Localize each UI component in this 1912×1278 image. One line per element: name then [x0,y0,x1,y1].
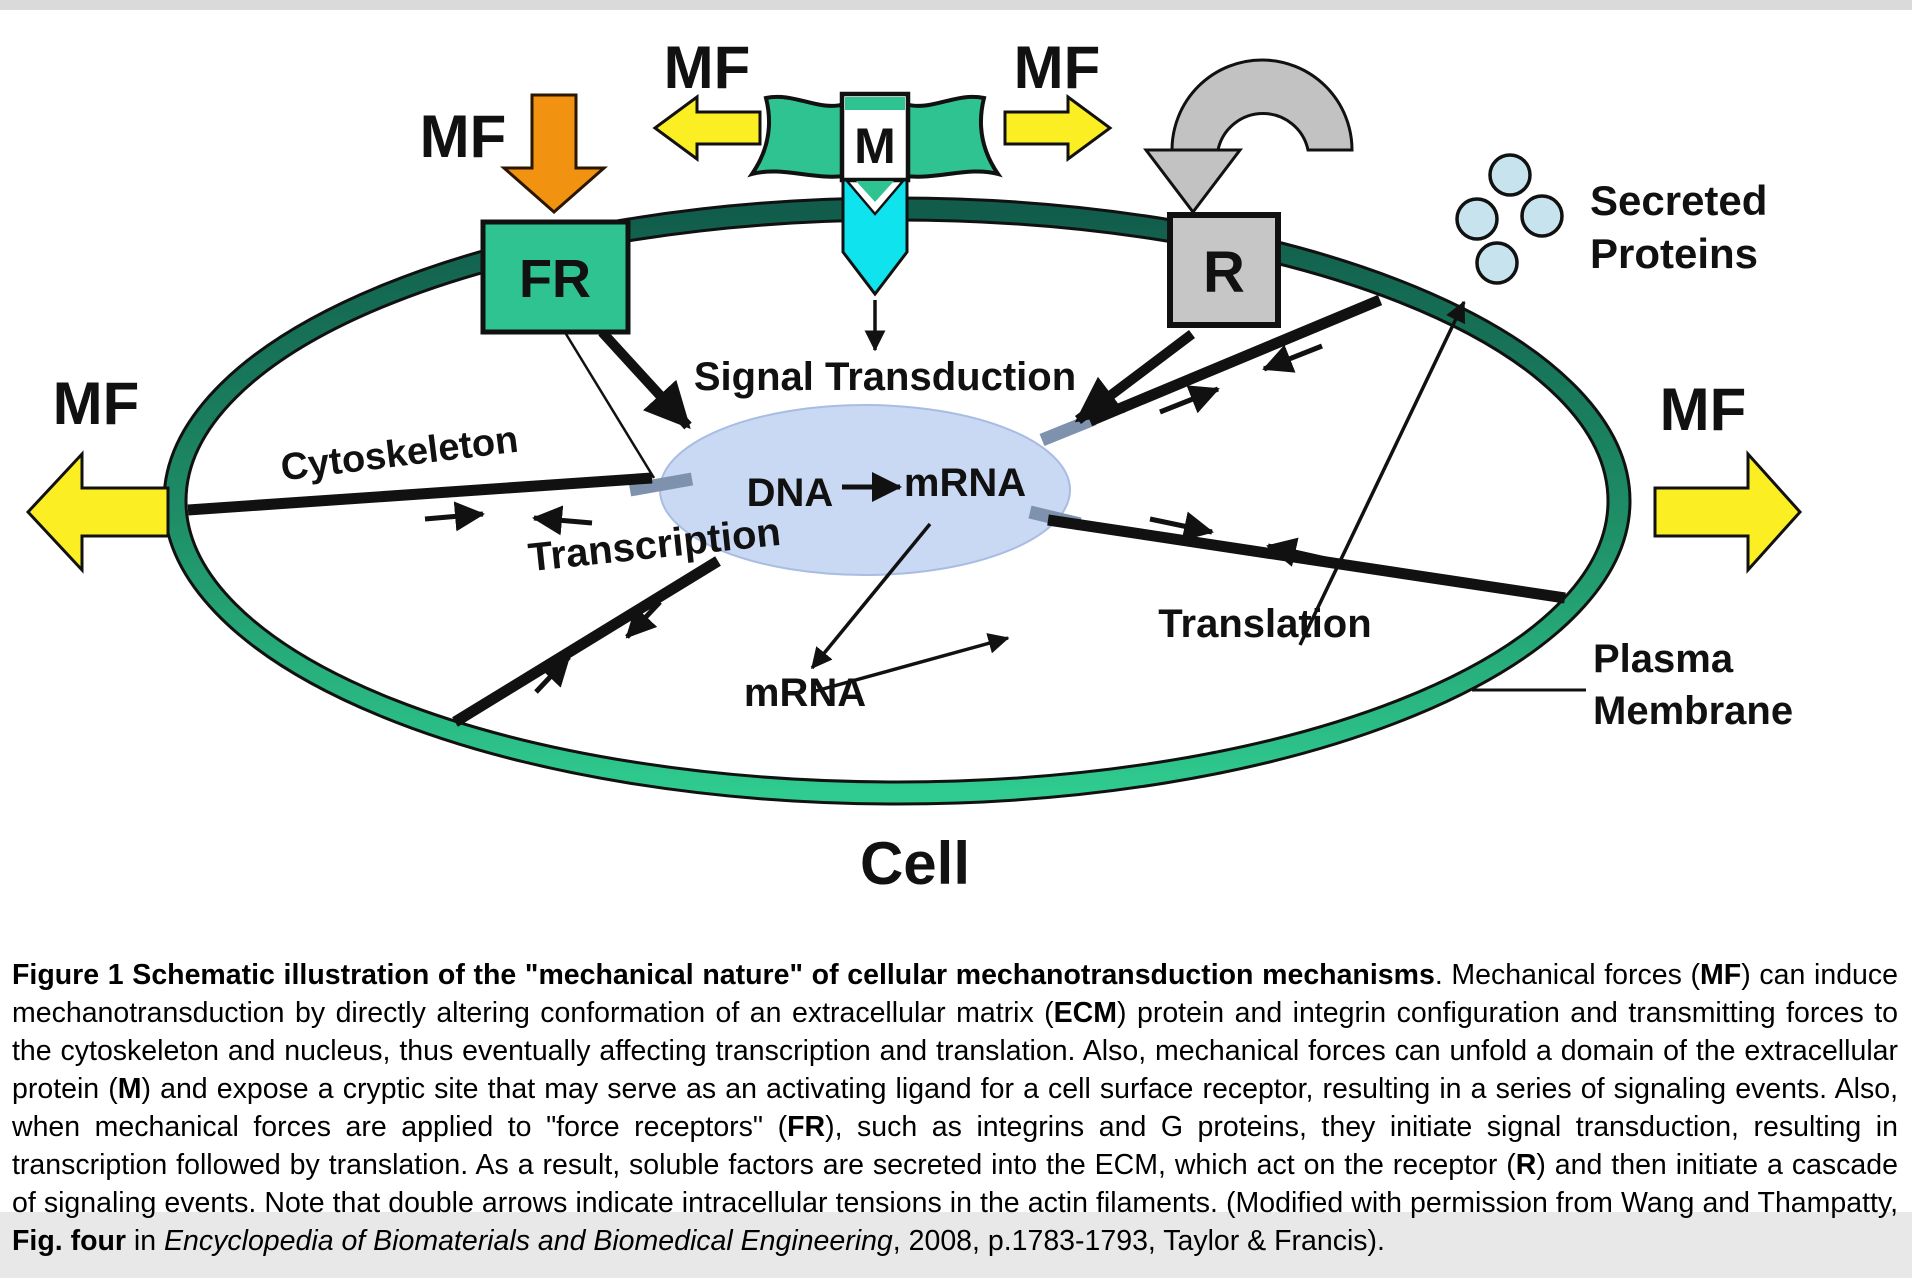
mrna-nucleus-label: mRNA [904,461,1026,505]
mrna-cytoplasm-label: mRNA [744,671,866,715]
ecm-protein-m: M [747,91,1003,297]
caption-segment: ECM [1053,997,1118,1029]
tension-arrow [534,655,571,694]
caption-segment: Encyclopedia of Biomaterials and Biomedi… [164,1225,893,1257]
plasma-membrane-label-line2: Membrane [1593,689,1793,733]
fr-signal-arrow [598,328,692,430]
secreted-label-line2: Proteins [1590,230,1758,277]
caption-segment: , 2008, p.1783-1793, Taylor & Francis). [892,1225,1385,1257]
m-label: M [854,118,896,174]
mf-label-left: MF [53,370,140,437]
mf-arrow-right [1653,450,1803,574]
mf-label-orange: MF [420,103,507,170]
r-signal-arrow [1074,330,1196,424]
figure-caption: Figure 1 Schematic illustration of the "… [12,956,1898,1260]
tension-double-arrows [424,343,1331,694]
m-box-green-strip [845,97,905,110]
tension-arrow [1262,343,1323,373]
caption-segment: ) protein and integrin configuration and… [12,997,1898,1105]
translation-arrow [811,633,1010,694]
bottom-gray-band [0,1212,1912,1278]
stub-upper-right [1039,412,1097,447]
tension-arrow [1266,537,1331,567]
caption-segment: Fig. four [12,1225,126,1257]
mechanotransduction-diagram: M FR R MF MF MF MF MF Signal Tr [25,34,1803,897]
fr-nucleus-line [564,333,656,479]
protein-flag-left [747,94,847,179]
orange-force-arrow [500,93,608,214]
caption-segment: . Mechanical forces ( [1434,959,1701,991]
caption-segment: M [117,1073,142,1105]
signal-lines [564,300,1586,694]
cytoskeleton-label: Cytoskeleton [279,419,521,490]
filament-upper-right [1087,294,1383,427]
tension-arrow [625,600,662,639]
mf-label-top-left: MF [664,34,751,101]
caption-segment: ), such as integrins and G proteins, the… [12,1111,1898,1181]
secreted-protein-circle [1455,197,1499,241]
cytoskeleton-filament [187,472,653,516]
plasma-membrane-label-line1: Plasma [1593,637,1734,681]
caption-segment: Figure 1 Schematic illustration of the "… [12,959,1435,991]
signal-transduction-label: Signal Transduction [694,355,1076,399]
force-receptor-fr: FR [480,219,631,335]
actin-filaments [187,294,1566,727]
caption-segment: ) can induce mechanotransduction by dire… [12,959,1898,1029]
tension-arrow [532,505,593,536]
r-box [1167,212,1281,328]
caption-segment: FR [787,1111,826,1143]
secreted-protein-circle [1475,241,1519,285]
rotation-arc-arrowhead [1142,148,1244,215]
caption-segment: ) and then initiate a cascade of signali… [12,1149,1898,1219]
secreted-protein-circle [1488,153,1532,197]
fr-box [480,219,631,335]
signal-transduction-arrows [598,328,1196,430]
mf-label-right: MF [1660,376,1747,443]
tension-arrow [1149,511,1214,541]
secreted-protein-circle [1520,194,1564,238]
mrna-export-arrow [810,522,932,670]
caption-segment: R [1515,1149,1537,1181]
secretion-arrow [1298,300,1466,646]
mf-label-top-right: MF [1014,34,1101,101]
tension-arrow [424,501,485,532]
stub-left [628,472,694,497]
receptor-r: R [1142,58,1354,328]
secreted-label-line1: Secreted [1590,177,1767,224]
filament-lower-right [1047,514,1566,604]
transcription-filament [452,556,721,727]
caption-segment: ) and expose a cryptic site that may ser… [12,1073,1898,1143]
dna-label: DNA [747,471,834,515]
secreted-proteins [1455,153,1564,285]
translation-label: Translation [1158,602,1371,646]
tension-arrow [1159,385,1220,415]
mf-arrow-left [25,450,170,574]
r-label: R [1203,240,1245,305]
mf-arrow-top-right [1003,94,1113,162]
cryptic-site-wedge [856,181,894,202]
caption-segment: MF [1700,959,1742,991]
rotation-arc-arrow [1170,58,1354,152]
fr-label: FR [519,249,591,309]
cell-label: Cell [860,830,970,897]
top-gray-band [0,0,1912,10]
protein-flag-right [903,94,1003,179]
mf-arrow-top-left [652,94,762,162]
caption-segment: in [125,1225,165,1257]
